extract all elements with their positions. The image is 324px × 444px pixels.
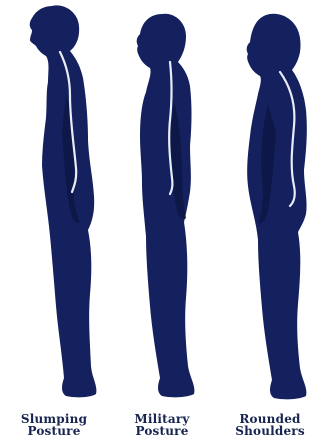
caption-rounded-shoulders: Rounded Shoulders xyxy=(216,413,324,437)
caption-slumping-posture: Slumping Posture xyxy=(0,413,108,437)
figure-slumping xyxy=(30,5,97,397)
caption-slumping-line2: Posture xyxy=(0,425,108,437)
silhouette-slumping xyxy=(30,5,97,397)
figure-military xyxy=(137,14,195,398)
silhouette-military xyxy=(137,14,195,398)
caption-military-line2: Posture xyxy=(108,425,216,437)
figure-rounded xyxy=(247,14,307,400)
silhouette-rounded xyxy=(247,14,307,400)
caption-rounded-line2: Shoulders xyxy=(216,425,324,437)
caption-military-posture: Military Posture xyxy=(108,413,216,437)
